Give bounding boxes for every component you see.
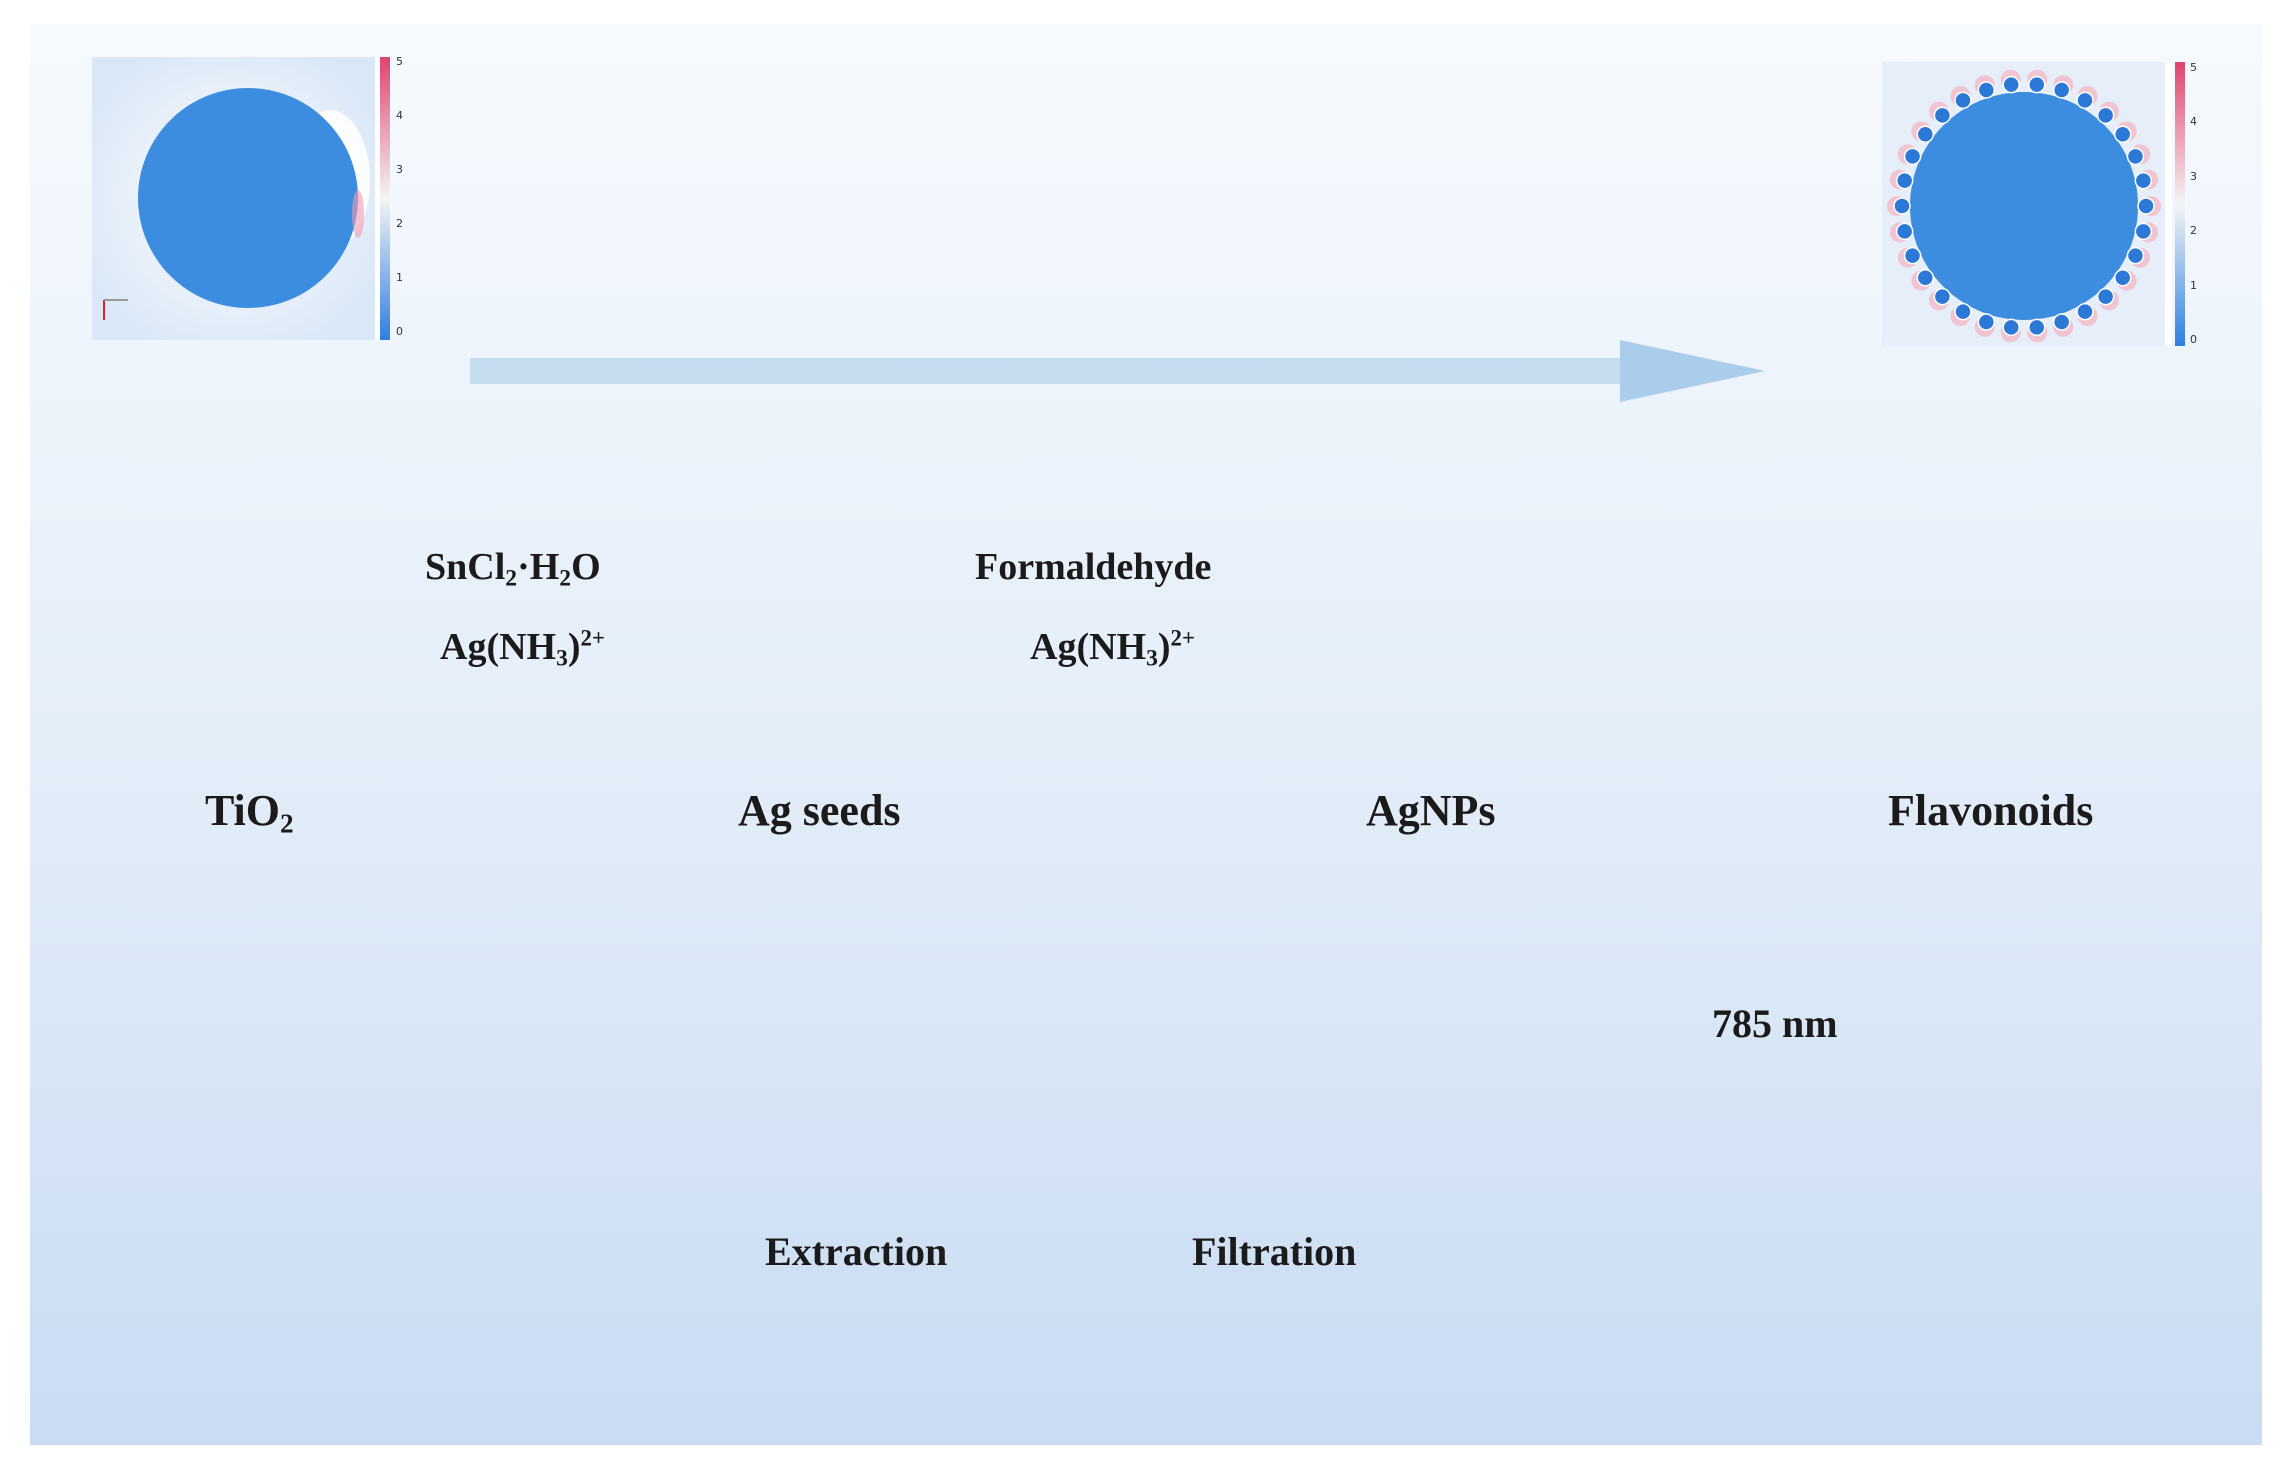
colorbar-tick: 5 <box>2190 61 2197 74</box>
field-map-right <box>1882 62 2185 346</box>
reagent1-line2: Ag(NH3)2+ <box>440 625 605 672</box>
laser-wavelength-label: 785 nm <box>1712 1001 1838 1046</box>
extraction-label: Extraction <box>765 1229 948 1274</box>
ag-seeds-label: Ag seeds <box>738 786 901 835</box>
colorbar-tick: 3 <box>2190 169 2197 183</box>
reagent2-line2: Ag(NH3)2+ <box>1030 625 1195 672</box>
colorbar-tick: 3 <box>396 163 403 176</box>
colorbar-tick: 1 <box>2190 278 2197 292</box>
colorbar-tick: 4 <box>2190 115 2197 129</box>
agnps-label: AgNPs <box>1366 786 1496 835</box>
colorbar-tick: 0 <box>396 325 403 338</box>
colorbar-tick: 5 <box>396 55 403 68</box>
colorbar-tick: 2 <box>2190 224 2197 238</box>
colorbar-tick: 4 <box>396 109 403 122</box>
top-process-arrow <box>470 340 1765 402</box>
flavonoids-label: Flavonoids <box>1888 786 2094 835</box>
colorbar-tick: 0 <box>2190 333 2197 346</box>
field-map-left-axis-icon <box>103 299 128 320</box>
colorbar-tick: 1 <box>396 271 403 284</box>
tio2-label: TiO2 <box>205 786 294 839</box>
colorbar-tick: 2 <box>396 217 403 230</box>
reagent2-line1: Formaldehyde <box>975 546 1212 588</box>
filtration-label: Filtration <box>1192 1229 1357 1274</box>
field-map-left <box>92 57 390 340</box>
reagent1-line1: SnCl2·H2O <box>425 546 601 592</box>
